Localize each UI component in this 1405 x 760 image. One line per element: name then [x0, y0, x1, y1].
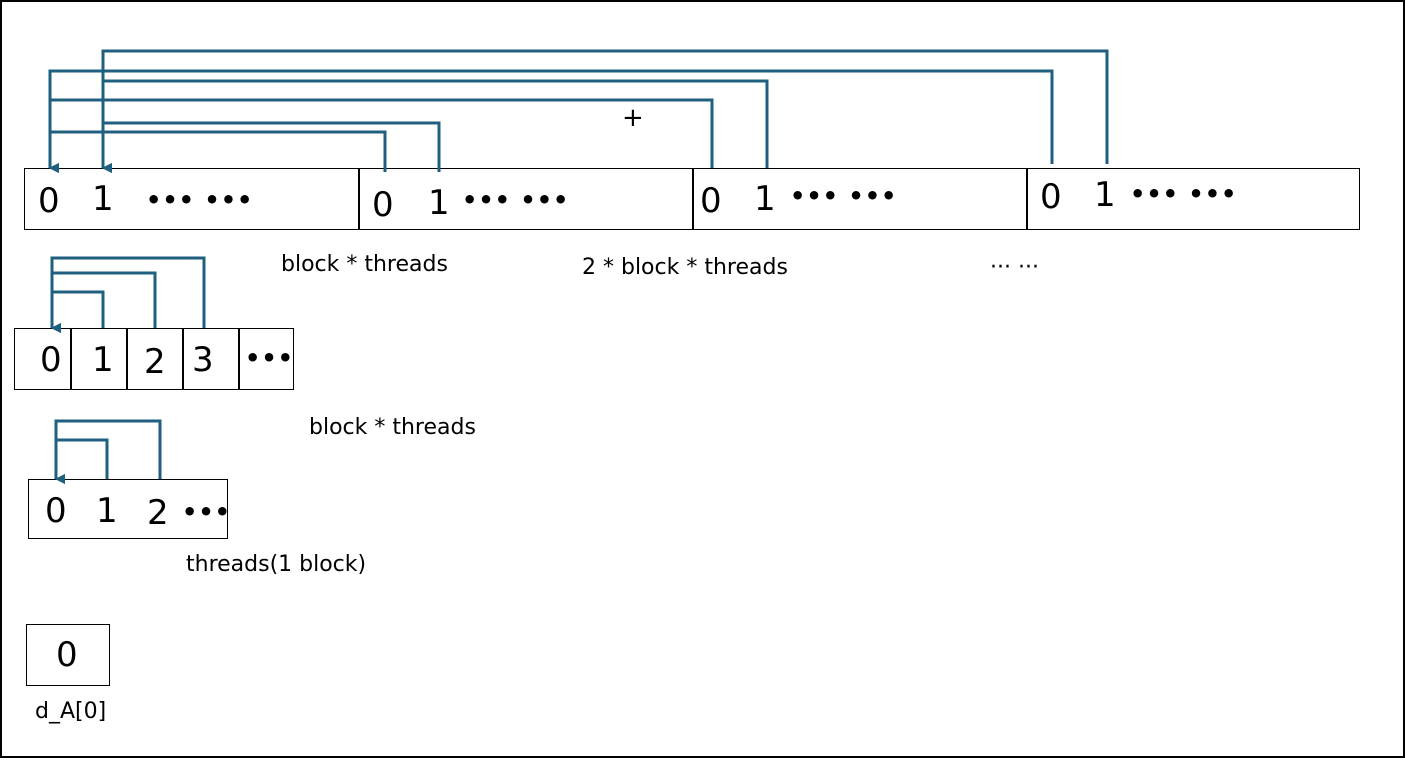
array-segment-2: [358, 168, 694, 230]
arrow-seg2-0-to-0: [48, 130, 387, 173]
segment-2-index-0: 0: [372, 185, 394, 225]
threads-index-2: 2: [147, 493, 169, 533]
row2-offset-label: block * threads: [309, 415, 476, 440]
arrow-group: [48, 49, 1109, 484]
result-caption: d_A[0]: [35, 699, 107, 724]
block-sums-cell-1: [70, 328, 128, 390]
plus-operator: +: [622, 103, 644, 133]
segment-1-ellipsis: ••• •••: [146, 186, 254, 214]
offset-label-ellipsis: ··· ···: [990, 255, 1039, 280]
block-sums-index-2: 2: [144, 342, 166, 382]
arrow-seg4-0-to-0: [48, 69, 1054, 173]
segment-4-index-0: 0: [1040, 177, 1062, 217]
result-cell: [26, 624, 110, 686]
arrow-seg3-0-to-0: [48, 98, 714, 173]
array-segment-1: [24, 168, 360, 230]
offset-label-block-threads: block * threads: [281, 252, 448, 277]
threads-array: [28, 479, 228, 539]
offset-label-2-block-threads: 2 * block * threads: [582, 255, 788, 280]
segment-1-index-1: 1: [92, 179, 114, 219]
threads-ellipsis: •••: [182, 498, 232, 526]
block-sums-index-0: 0: [40, 340, 62, 380]
segment-2-index-1: 1: [428, 183, 450, 223]
arrow-thread-2-to-0: [54, 419, 162, 484]
segment-2-ellipsis: ••• •••: [462, 186, 570, 214]
segment-4-index-1: 1: [1094, 175, 1116, 215]
array-segment-3: [692, 168, 1028, 230]
threads-index-0: 0: [45, 491, 67, 531]
block-sums-cell-2: [126, 328, 184, 390]
segment-3-ellipsis: ••• •••: [790, 182, 898, 210]
arrow-seg2-1-to-1: [101, 121, 441, 173]
segment-1-index-0: 0: [38, 181, 60, 221]
row3-caption: threads(1 block): [186, 552, 367, 577]
segment-4-ellipsis: ••• •••: [1130, 180, 1238, 208]
threads-index-1: 1: [96, 491, 118, 531]
block-sums-ellipsis: •••: [245, 344, 295, 372]
block-sums-cell-3: [182, 328, 240, 390]
result-value: 0: [56, 635, 78, 675]
block-sums-index-3: 3: [192, 340, 214, 380]
block-sums-cell-4: [238, 328, 294, 390]
segment-3-index-0: 0: [700, 181, 722, 221]
segment-3-index-1: 1: [754, 179, 776, 219]
arrow-block-3-to-0: [50, 256, 206, 333]
arrow-seg4-1-to-1: [101, 49, 1109, 173]
array-segment-4: [1026, 168, 1360, 230]
arrow-block-1-to-0: [50, 290, 105, 333]
arrow-thread-1-to-0: [54, 438, 109, 484]
block-sums-index-1: 1: [92, 340, 114, 380]
block-sums-cell-0: [14, 328, 72, 390]
